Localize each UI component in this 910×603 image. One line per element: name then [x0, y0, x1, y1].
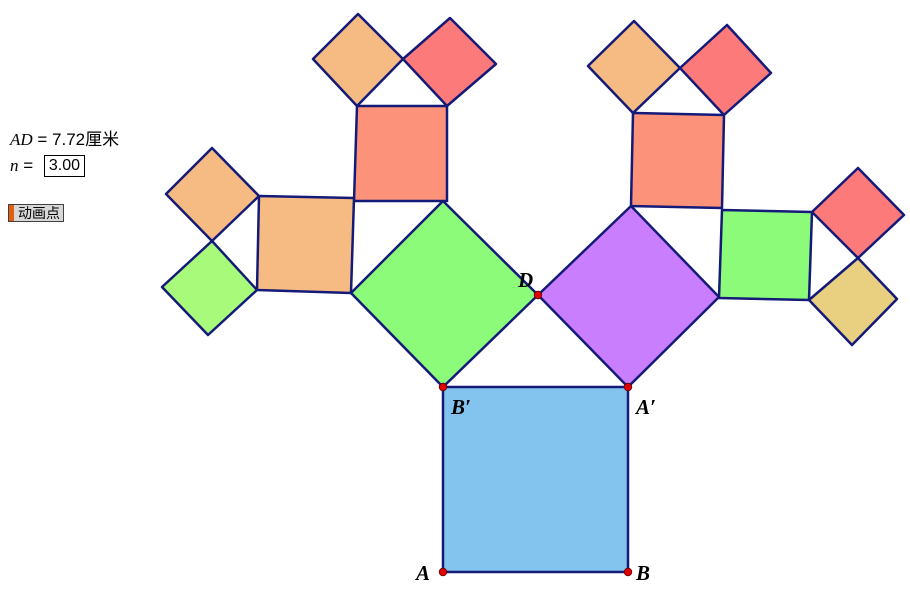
- measurement-unit: 厘米: [85, 130, 120, 149]
- point-A-prime[interactable]: [623, 382, 633, 392]
- measurement-value: 7.72: [52, 130, 86, 149]
- measurement-eq: =: [32, 130, 53, 149]
- measurement-AD: AD = 7.72厘米: [10, 125, 119, 150]
- measurement-var: AD: [10, 130, 33, 149]
- labels-layer: A B B′ A′ D: [414, 268, 656, 585]
- parameter-var: n: [10, 156, 19, 175]
- points-layer: [438, 290, 633, 577]
- square-right-level2-side: [717, 208, 814, 302]
- square-right-level1: [536, 204, 721, 389]
- point-label-B: B: [635, 561, 650, 585]
- point-label-B-prime: B′: [450, 395, 471, 419]
- point-B-prime[interactable]: [438, 382, 448, 392]
- squares-layer: [160, 12, 906, 574]
- point-B[interactable]: [623, 567, 633, 577]
- square-left-level2-side: [255, 194, 356, 295]
- square-left-level3-b: [401, 16, 498, 108]
- square-right-level3-c: [810, 166, 906, 260]
- square-left-level2-top: [352, 104, 449, 203]
- square-right-level2-top: [629, 111, 726, 210]
- square-right-level3-b: [678, 23, 773, 117]
- parameter-n: n = 3.00: [10, 155, 86, 177]
- parameter-value-box[interactable]: 3.00: [43, 155, 86, 177]
- square-left-level1: [349, 199, 540, 389]
- point-A[interactable]: [438, 567, 448, 577]
- point-label-D: D: [517, 268, 533, 292]
- square-right-level3-a: [586, 19, 682, 115]
- point-D[interactable]: [533, 290, 543, 300]
- point-label-A: A: [414, 561, 430, 585]
- point-label-A-prime: A′: [634, 395, 656, 419]
- animate-point-button[interactable]: 动画点: [8, 204, 64, 222]
- square-left-level3-c: [164, 146, 261, 243]
- square-right-level3-d: [807, 256, 899, 347]
- square-left-level3-a: [311, 12, 405, 108]
- parameter-eq: =: [18, 156, 38, 175]
- square-left-level3-d: [160, 239, 259, 337]
